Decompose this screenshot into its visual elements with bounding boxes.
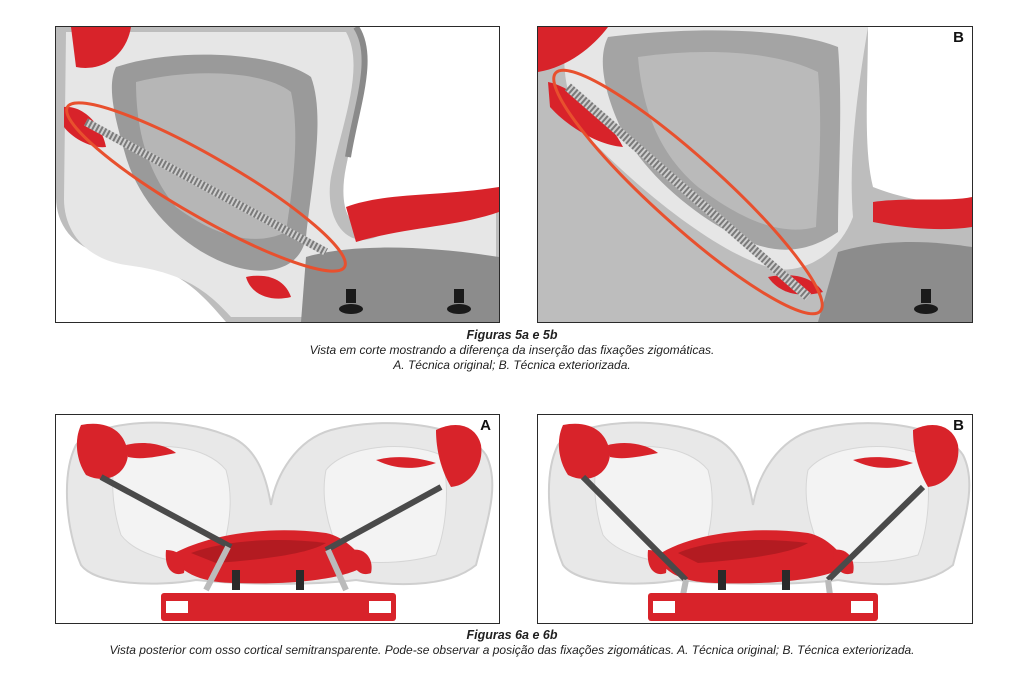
figure-5a-panel: A <box>55 26 500 323</box>
figure-6-caption-title: Figuras 6a e 6b <box>466 628 558 642</box>
figure-6-caption: Figuras 6a e 6b Vista posterior com osso… <box>0 628 1024 658</box>
figure-5b-image <box>538 27 972 322</box>
figure-5-caption-line-2: A. Técnica original; B. Técnica exterior… <box>393 358 631 372</box>
figure-6a-image <box>56 415 499 623</box>
figure-5-caption-line-1: Vista em corte mostrando a diferença da … <box>309 343 715 357</box>
figure-5-caption: Figuras 5a e 5b Vista em corte mostrando… <box>0 328 1024 373</box>
figure-6b-image <box>538 415 972 623</box>
figure-5b-panel: B <box>537 26 973 323</box>
figure-6-caption-line-1: Vista posterior com osso cortical semitr… <box>109 643 915 657</box>
figure-5b-letter: B <box>953 29 964 46</box>
figure-5-caption-title: Figuras 5a e 5b <box>466 328 558 342</box>
figure-6b-panel: B <box>537 414 973 624</box>
figure-5a-letter: A <box>480 29 491 46</box>
figure-6a-panel: A <box>55 414 500 624</box>
figure-6b-letter: B <box>953 417 964 434</box>
figure-6a-letter: A <box>480 417 491 434</box>
figure-5a-image <box>56 27 499 322</box>
